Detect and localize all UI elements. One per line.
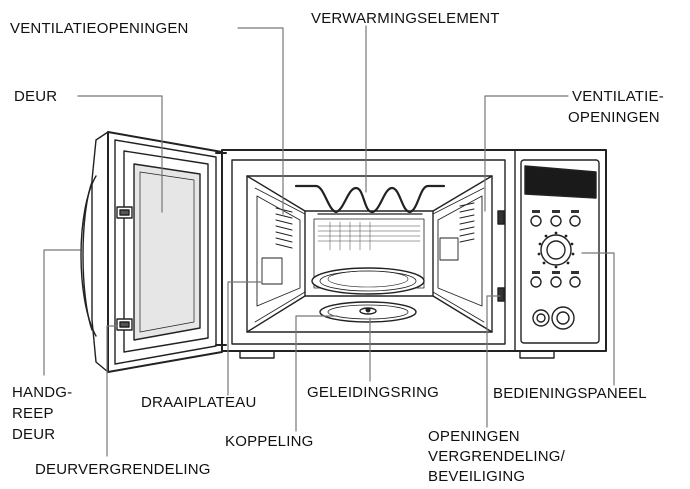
label-handle-3: DEUR	[12, 426, 56, 443]
leader-lines	[43, 25, 615, 457]
label-ventilation-openings-left: VENTILATIEOPENINGEN	[10, 20, 189, 37]
turntable	[311, 267, 425, 295]
label-door-lock: DEURVERGRENDELING	[35, 461, 211, 478]
label-control-panel: BEDIENINGSPANEEL	[493, 385, 647, 402]
label-ventilation-openings-right-2: OPENINGEN	[568, 109, 660, 126]
lock-openings	[497, 210, 505, 302]
label-ventilation-openings-right-1: VENTILATIE-	[572, 88, 664, 105]
label-coupling: KOPPELING	[225, 433, 314, 450]
control-dial	[540, 234, 572, 266]
control-panel	[520, 159, 600, 344]
door-window	[133, 163, 201, 341]
ventilation-grill-left	[275, 207, 293, 249]
label-door: DEUR	[14, 88, 58, 105]
label-handle-1: HANDG-	[12, 384, 73, 401]
label-turntable: DRAAIPLATEAU	[141, 394, 257, 411]
label-lock-openings-1: OPENINGEN	[428, 428, 520, 445]
label-guide-ring: GELEIDINGSRING	[307, 384, 439, 401]
microwave-body	[221, 149, 607, 359]
label-lock-openings-3: BEVEILIGING	[428, 468, 526, 485]
door-latches	[116, 206, 133, 331]
guide-ring	[319, 301, 417, 323]
oven-cavity	[231, 159, 506, 345]
ventilation-grill-right	[459, 202, 475, 243]
label-lock-openings-2: VERGRENDELING/	[428, 448, 565, 465]
display-window	[524, 165, 597, 199]
label-handle-2: REEP	[12, 405, 54, 422]
label-heating-element: VERWARMINGSELEMENT	[311, 10, 500, 27]
heating-element	[294, 184, 446, 214]
door	[80, 131, 223, 373]
